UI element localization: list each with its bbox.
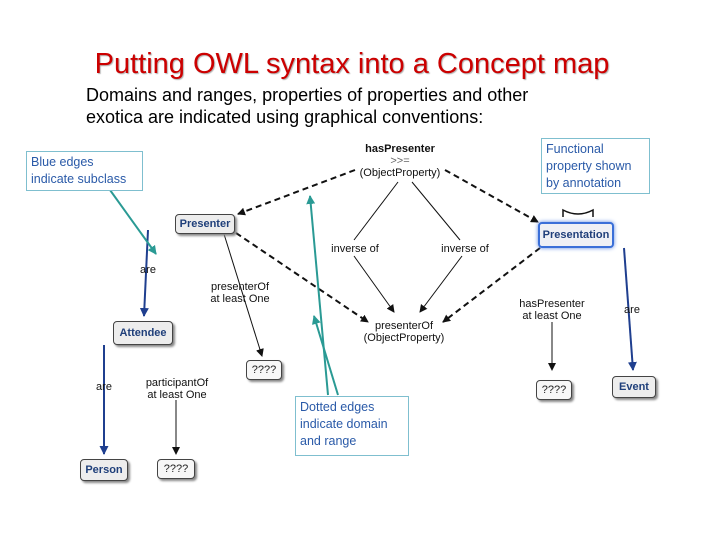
label-are-presentation: are (624, 304, 640, 316)
callout-blue-edges-line-1: Blue edges (31, 155, 94, 169)
label-haspresenter-property: hasPresenter >>= (ObjectProperty) (352, 143, 448, 179)
callout-dotted-line-3: and range (300, 434, 357, 448)
callout-dotted: Dotted edges indicate domain and range (295, 396, 409, 456)
edge-inverse-right (411, 181, 461, 241)
node-presentation[interactable]: Presentation (538, 222, 614, 248)
callout-blue-edges: Blue edges indicate subclass (26, 151, 143, 191)
callout-dotted-line-1: Dotted edges (300, 400, 375, 414)
edge-presenter-presenterof (235, 232, 369, 323)
slide-title: Putting OWL syntax into a Concept map (94, 48, 610, 80)
edge-inverse-left (353, 181, 399, 241)
node-unknown-presenterof[interactable]: ???? (246, 360, 282, 380)
label-presenterof-property: presenterOf (ObjectProperty) (356, 320, 452, 344)
node-person[interactable]: Person (80, 459, 128, 481)
callout-functional-line-2: property shown (546, 159, 632, 173)
label-participantof-min: participantOf at least One (141, 377, 213, 401)
edge-presenter-attendee-subclass (139, 229, 149, 317)
callout-dotted-line-2: indicate domain (300, 417, 388, 431)
node-presenter[interactable]: Presenter (175, 214, 235, 234)
edge-inverse-right-2 (419, 255, 463, 313)
label-are-presenter: are (140, 264, 156, 276)
edge-presentation-presenterof (442, 247, 541, 323)
callout-blue-edges-line-2: indicate subclass (31, 172, 127, 186)
callout-functional: Functional property shown by annotation (541, 138, 650, 194)
label-participantof-min-1: participantOf (145, 377, 209, 389)
label-haspresenter-functional: >>= (390, 155, 410, 167)
node-event[interactable]: Event (612, 376, 656, 398)
label-presenterof-min-2: at least One (210, 293, 270, 305)
subtitle-line-1: Domains and ranges, properties of proper… (86, 85, 529, 105)
pointer-dotted-b (312, 315, 339, 396)
pointer-dotted-a (306, 195, 329, 396)
label-presenterof-type: (ObjectProperty) (363, 332, 445, 344)
label-haspresenter-type: (ObjectProperty) (359, 167, 441, 179)
edge-haspresenter-presentation (444, 169, 539, 223)
label-presenterof-min: presenterOf at least One (205, 281, 275, 305)
label-participantof-min-2: at least One (147, 389, 207, 401)
label-inverse-of-left: inverse of (331, 243, 379, 255)
edge-haspresenter-presenter (237, 169, 356, 216)
edge-presentation-event-subclass (623, 247, 637, 371)
pointer-blue-edges (109, 189, 157, 255)
slide-subtitle: Domains and ranges, properties of proper… (86, 84, 686, 128)
label-presenterof-name: presenterOf (374, 320, 434, 332)
callout-functional-line-3: by annotation (546, 176, 622, 190)
node-unknown-haspresenter[interactable]: ???? (536, 380, 572, 400)
label-haspresenter-min: hasPresenter at least One (514, 298, 590, 322)
node-unknown-participantof[interactable]: ???? (157, 459, 195, 479)
callout-functional-line-1: Functional (546, 142, 604, 156)
label-haspresenter-name: hasPresenter (365, 143, 435, 155)
label-haspresenter-min-1: hasPresenter (519, 298, 585, 310)
edge-presenter-unknown1 (223, 233, 264, 357)
node-attendee[interactable]: Attendee (113, 321, 173, 345)
edge-inverse-left-2 (353, 255, 395, 313)
label-haspresenter-min-2: at least One (522, 310, 582, 322)
label-presenterof-min-1: presenterOf (210, 281, 270, 293)
label-are-attendee: are (96, 381, 112, 393)
subtitle-line-2: exotica are indicated using graphical co… (86, 107, 484, 127)
functional-annotation-mark (562, 208, 594, 217)
label-inverse-of-right: inverse of (441, 243, 489, 255)
